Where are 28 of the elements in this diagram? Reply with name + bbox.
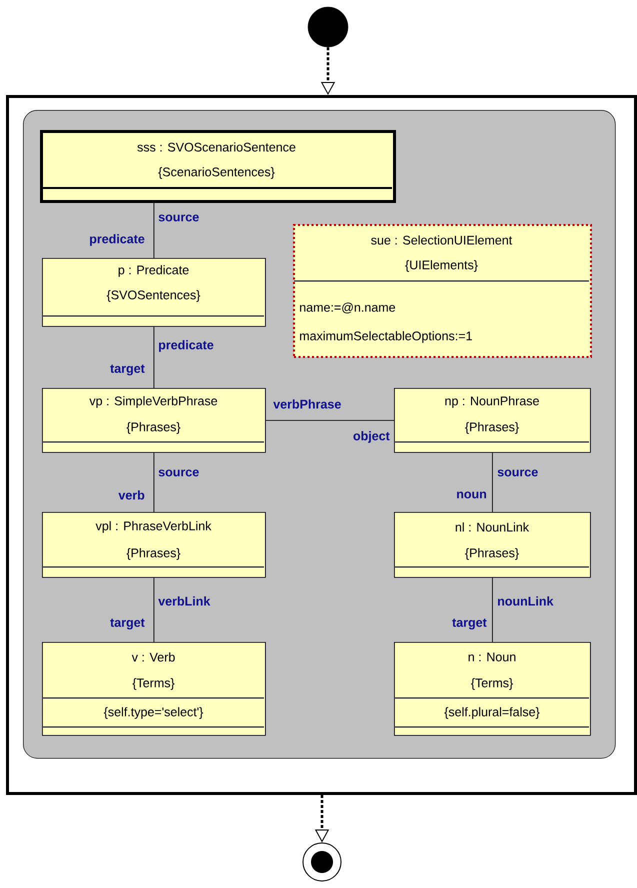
end-circle [302,842,342,882]
role-label: source [158,470,199,476]
role-label: source [498,470,538,476]
role-label: target [110,618,145,630]
role-label: source [158,214,199,222]
object-box: np : NounPhrase {Phrases} [394,388,591,453]
start-circle [308,6,348,48]
object-box: v : Verb {Terms} {self.type='select'} [42,642,266,736]
association-line [265,420,394,421]
role-label: predicate [90,234,144,246]
object-box: vpl : PhraseVerbLink {Phrases} [42,512,266,578]
role-label: target [110,364,145,376]
role-label: verbLink [158,596,210,606]
role-label: nounLink [498,596,554,606]
object-box: p : Predicate {SVOSentences} [42,258,266,327]
object-box: nl : NounLink {Phrases} [394,512,591,578]
object-box: n : Noun {Terms} {self.plural=false} [394,642,591,736]
selection-element-box: sue : SelectionUIElement {UIElements} name:=@n.name maximumSelectableOptions:=1 [293,224,592,358]
role-label: object [353,431,390,443]
association-line [492,577,493,642]
association-line [492,452,493,512]
role-label: verb [118,490,144,500]
object-box: vp : SimpleVerbPhrase {Phrases} [42,388,266,453]
role-label: verbPhrase [273,399,341,409]
role-label: target [452,618,487,630]
object-box: sss : SVOScenarioSentence {ScenarioSentences} [40,130,396,203]
role-label: noun [457,492,486,498]
role-label: predicate [159,340,214,352]
